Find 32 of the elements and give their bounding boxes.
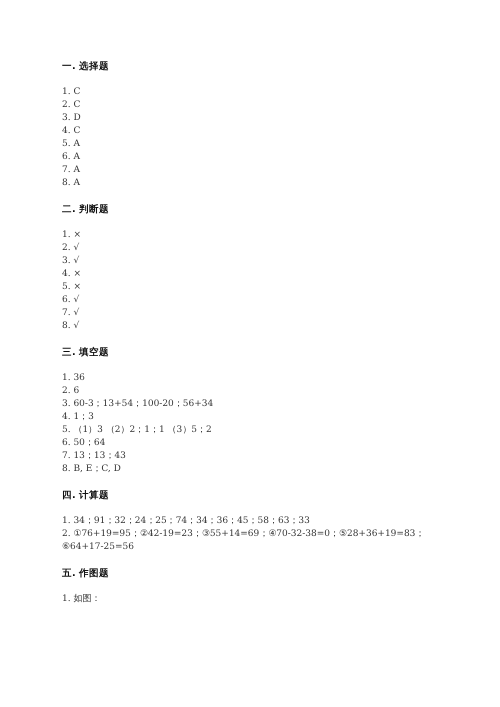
answer-line: 7. 13；13；43 [62,450,126,463]
answer-line: 8. B, E；C, D [62,463,121,476]
answer-line: 1. 34；91；32；24；25；74；34；36；45；58；63；33 [62,515,310,528]
section-heading: 三. 填空题 [62,346,109,359]
answer-line: 6. √ [62,294,80,307]
answer-line: 3. 60-3；13+54；100-20；56+34 [62,398,214,411]
answer-line: 2. C [62,99,80,112]
answer-line: 4. 1；3 [62,411,94,424]
answer-line: 8. A [62,177,80,190]
answer-line: 5. （1）3 （2）2；1；1 （3）5；2 [62,424,212,437]
section-heading: 一. 选择题 [62,60,109,73]
answer-line: 1. 36 [62,372,85,385]
answer-line: 1. C [62,86,80,99]
answer-line: 2. 6 [62,385,80,398]
section-heading: 二. 判断题 [62,203,109,216]
answer-line: 5. A [62,138,80,151]
answer-line: 1. × [62,229,81,242]
answer-line: 7. A [62,164,80,177]
answer-line: 6. 50；64 [62,437,106,450]
answer-line: 4. × [62,268,81,281]
answer-line: 7. √ [62,307,80,320]
answer-line: 2. √ [62,242,80,255]
answer-line: 5. × [62,281,81,294]
answer-line: 4. C [62,125,80,138]
answer-line: 3. D [62,112,81,125]
answer-line: 3. √ [62,255,80,268]
answer-line: 6. A [62,151,80,164]
answer-line: 2. ①76+19=95；②42-19=23；③55+14=69；④70-32-38=0；⑤28+36+19=83；⑥64+17-25=56 [62,528,426,554]
answer-line: 8. √ [62,320,80,333]
section-heading: 四. 计算题 [62,489,109,502]
answer-line: 1. 如图： [62,593,100,606]
section-heading: 五. 作图题 [62,567,109,580]
